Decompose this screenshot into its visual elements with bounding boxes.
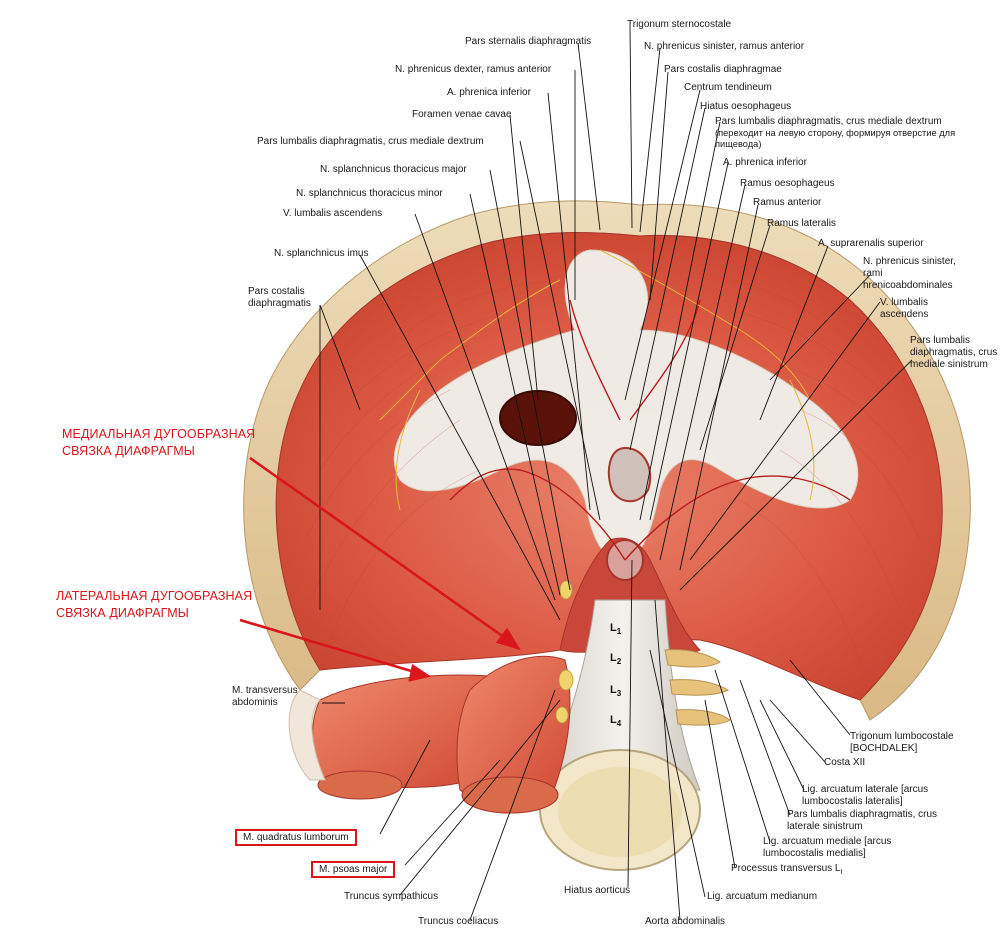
vertebra-label: L1 [610,622,622,637]
leader-line [679,359,913,591]
label-a-suprarenalis-superior: A. suprarenalis superior [818,238,924,249]
leader-line [624,89,701,401]
label-n-phrenicus-dexter-anterior: N. phrenicus dexter, ramus anterior [395,64,552,75]
leader-line [629,107,706,451]
label-lig-arcuatum-mediale: Lig. arcuatum mediale [arcus lumbocostal… [763,836,892,859]
annotation-arrows [239,456,521,682]
label-pars-lumbalis-note: (переходит на левую сторону, формируя от… [715,128,956,149]
label-pars-lumbalis-crus-med-sinistrum: Pars lumbalis diaphragmatis, crus medial… [910,335,998,370]
label-trigonum-sternocostale: Trigonum sternocostale [627,19,732,30]
vertebra-label: L2 [610,652,622,667]
leader-line [769,274,871,381]
processus-transversus [664,649,731,726]
leader-line [627,559,633,888]
label-n-splanchnicus-minor: N. splanchnicus thoracicus minor [296,188,443,199]
foramen-venae-cavae [499,390,577,446]
leader-line [759,245,829,421]
leader-line [379,739,431,835]
leader-line [639,47,661,233]
label-ramus-anterior: Ramus anterior [753,197,822,208]
label-truncus-sympathicus: Truncus sympathicus [344,891,439,902]
label-pars-lumbalis-crus-med-dextrum: Pars lumbalis diaphragmatis, crus medial… [257,136,484,147]
label-centrum-tendineum: Centrum tendineum [684,82,772,93]
leader-line [659,184,746,561]
label-ramus-lateralis: Ramus lateralis [767,218,836,229]
m-transversus-abdominis [288,689,326,781]
leader-line [699,224,771,451]
leader-line [469,689,556,921]
annotation-medial-arcuate-ligament: МЕДИАЛЬНАЯ ДУГООБРАЗНАЯ СВЯЗКА ДИАФРАГМЫ [62,427,256,458]
label-foramen-venae-cavae: Foramen venae cavae [412,109,512,120]
label-pars-sternalis: Pars sternalis diaphragmatis [465,36,592,47]
label-hiatus-aorticus: Hiatus aorticus [564,885,631,896]
leader-line [509,114,539,401]
label-trigonum-lumbocostale: Trigonum lumbocostale [BOCHDALEK] [850,731,954,754]
leader-line [789,659,851,736]
label-lig-arcuatum-medianum: Lig. arcuatum medianum [707,891,818,902]
leader-line [414,213,556,601]
leader-line [639,121,721,521]
leader-line [689,301,881,561]
label-n-phrenicus-sinister-anterior: N. phrenicus sinister, ramus anterior [644,41,805,52]
leader-line [489,169,571,591]
leader-line [759,699,805,791]
label-pars-lumbalis-crus-lat-sinistrum: Pars lumbalis diaphragmatis, crus latera… [787,809,938,832]
vertebra-label: L4 [610,714,622,729]
leader-line [399,699,561,896]
label-m-quadratus-lumborum: M. quadratus lumborum [235,829,357,846]
label-v-lumbalis-ascendens-right: V. lumbalis ascendens [283,208,383,219]
leader-line [319,304,361,411]
leader-line [769,699,826,763]
leader-line [649,71,669,301]
leader-line [469,193,561,596]
label-m-psoas-major: M. psoas major [311,861,396,878]
leader-line [404,759,501,866]
label-n-splanchnicus-major: N. splanchnicus thoracicus major [320,164,467,175]
leader-line [714,669,771,843]
label-hiatus-oesophageus: Hiatus oesophageus [700,101,792,112]
leader-line [654,599,681,921]
label-aorta-abdominalis: Aorta abdominalis [645,916,726,927]
muscle-fibres [304,269,921,661]
label-truncus-coeliacus: Truncus coeliacus [418,916,499,927]
leader-line [519,140,601,521]
label-a-phrenica-inferior-left: A. phrenica inferior [723,157,807,168]
label-pars-costalis-diaphragmae: Pars costalis diaphragmae [664,64,782,75]
label-v-lumbalis-ascendens-left: V. lumbalis ascendens [880,297,929,320]
label-ramus-oesophageus: Ramus oesophageus [740,178,835,189]
label-pars-costalis-diaphragmatis: Pars costalis diaphragmatis [248,286,311,309]
leader-line [359,254,561,621]
leader-line [649,649,706,898]
label-processus-transversus: Processus transversus LI [731,863,843,876]
vertebra-label: L3 [610,684,622,699]
label-lig-arcuatum-laterale: Lig. arcuatum laterale [arcus lumbocosta… [802,784,929,807]
label-n-splanchnicus-imus: N. splanchnicus imus [274,248,369,259]
label-costa-xii: Costa XII [824,757,866,768]
label-m-transversus-abdominis: M. transversus abdominis [232,685,298,708]
leader-line [629,26,633,229]
hiatus-oesophageus [607,446,652,503]
annotation-lateral-arcuate-ligament: ЛАТЕРАЛЬНАЯ ДУГООБРАЗНАЯ СВЯЗКА ДИАФРАГМ… [56,589,253,620]
leader-line [649,162,729,521]
leader-line [704,699,736,869]
label-n-phrenicus-sinister-rami: N. phrenicus sinister, rami hrenicoabdom… [863,256,956,291]
leader-line [739,679,791,816]
label-a-phrenica-inferior-right: A. phrenica inferior [447,87,531,98]
leader-lines [319,26,913,921]
label-pars-lumbalis-crus-med-dextrum-right: Pars lumbalis diaphragmatis, crus medial… [715,116,942,127]
leader-line [577,42,601,231]
